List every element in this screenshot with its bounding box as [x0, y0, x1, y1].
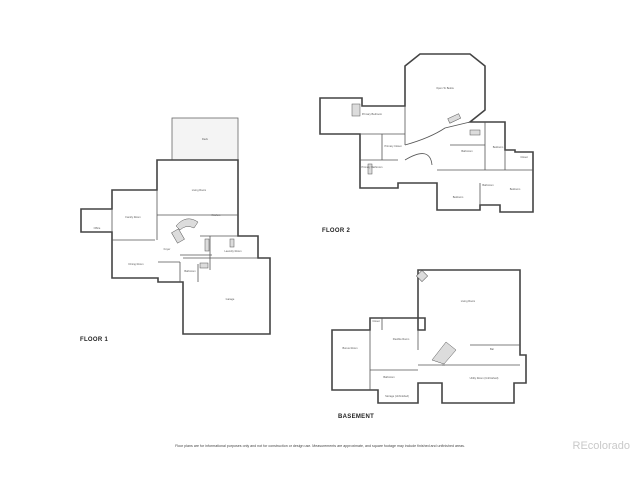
basement-title: BASEMENT — [338, 414, 375, 420]
primary-bathroom-label: Primary Bathroom — [362, 165, 383, 169]
bathroom-label: Bathroom — [184, 269, 195, 273]
floor-1-outline — [80, 159, 271, 335]
basement-living-room-label: Living Room — [461, 299, 475, 303]
disclaimer-text: Floor plans are for informational purpos… — [175, 444, 465, 448]
floor-2-title: FLOOR 2 — [322, 228, 351, 234]
floor-2-outline — [319, 53, 534, 213]
deck-outline — [171, 117, 239, 161]
utility-room-label: Utility Room (Unfinished) — [470, 376, 499, 380]
floor-1-plan: Deck Living Room Family Room Office Kitc… — [80, 117, 271, 335]
dining-room-label: Dining Room — [129, 262, 144, 266]
foyer-label: Foyer — [164, 247, 171, 251]
basement-closet-label: Closet — [372, 319, 380, 323]
primary-bedroom-label: Primary Bedroom — [362, 112, 382, 116]
bedroom-2-label: Bedroom — [510, 187, 521, 191]
office-label: Office — [94, 226, 101, 230]
brand-watermark: REcolorado — [572, 440, 630, 452]
bedroom-label: Bedroom — [493, 145, 504, 149]
basement-plan: Living Room Closet Bonus Room Flexible R… — [331, 269, 527, 404]
kitchen-label: Kitchen — [212, 213, 221, 217]
garage-label: Garage — [226, 297, 235, 301]
deck-label: Deck — [202, 137, 209, 141]
bar-label: Bar — [490, 347, 494, 351]
bedroom-3-label: Bedroom — [453, 195, 464, 199]
bonus-room-label: Bonus Room — [343, 346, 358, 350]
basement-outline — [331, 269, 527, 404]
bathroom-2-label: Bathroom — [482, 183, 493, 187]
open-to-below-label: Open To Below — [436, 86, 454, 90]
closet-label: Closet — [520, 155, 528, 159]
bathroom-label: Bathroom — [461, 149, 472, 153]
primary-closet-label: Primary Closet — [384, 144, 401, 148]
family-room-label: Family Room — [125, 215, 140, 219]
floor-1-title: FLOOR 1 — [80, 337, 109, 343]
living-room-label: Living Room — [192, 188, 206, 192]
laundry-room-label: Laundry Room — [224, 249, 241, 253]
storage-label: Storage (Unfinished) — [385, 394, 409, 398]
floor-2-plan: Open To Below Primary Bedroom Primary Cl… — [319, 53, 534, 213]
basement-bathroom-label: Bathroom — [383, 375, 394, 379]
flexible-room-label: Flexible Room — [393, 337, 410, 341]
